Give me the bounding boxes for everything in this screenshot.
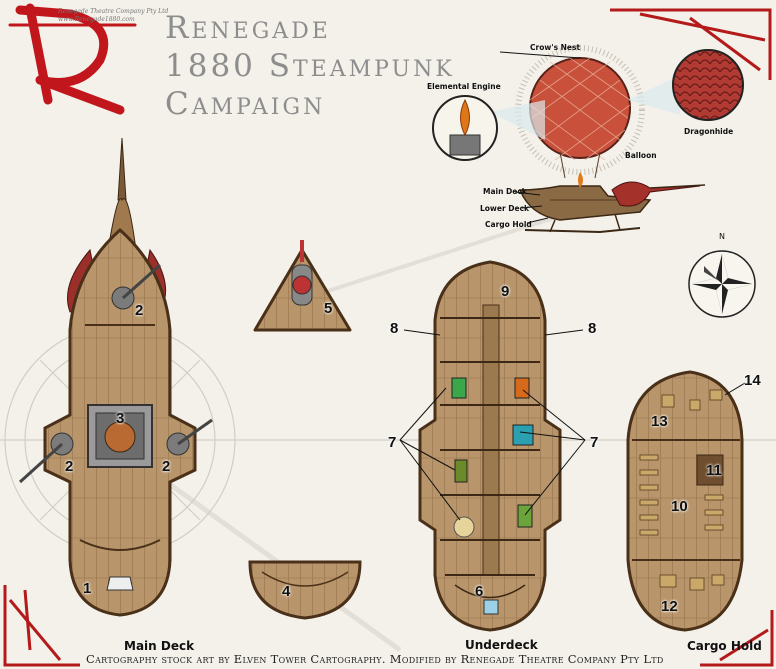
marker-4: 4 <box>282 583 291 600</box>
corner-flourish-top-right <box>610 8 772 80</box>
marker-9: 9 <box>501 283 510 300</box>
credit-line-1: Renegade Theatre Company Pty Ltd <box>58 8 169 15</box>
marker-8-right: 8 <box>588 320 597 337</box>
deck-title-main-deck: Main Deck <box>124 639 195 653</box>
main-deck-plan <box>18 137 213 617</box>
marker-5: 5 <box>324 300 333 317</box>
label-lower-deck-level: Lower Deck <box>480 204 530 213</box>
page-title-line-1: Renegade <box>165 10 331 46</box>
marker-6: 6 <box>475 583 484 600</box>
marker-12: 12 <box>661 598 678 615</box>
label-crows-nest: Crow's Nest <box>530 43 581 52</box>
marker-7-right: 7 <box>590 434 599 451</box>
marker-7-left: 7 <box>388 434 397 451</box>
cargo-hold-plan <box>626 370 744 632</box>
stern-piece-plan <box>248 560 362 620</box>
label-dragonhide: Dragonhide <box>684 127 734 136</box>
deck-title-cargo-hold: Cargo Hold <box>687 639 762 653</box>
crow-platform-plan <box>253 240 352 332</box>
leader-lines <box>399 51 746 521</box>
marker-2-starboard: 2 <box>162 458 171 475</box>
label-main-deck-level: Main Deck <box>483 187 527 196</box>
label-cargo-hold-level: Cargo Hold <box>485 220 532 229</box>
page-title-line-3: Campaign <box>165 86 326 122</box>
page-title-line-2: 1880 Steampunk <box>165 48 455 84</box>
marker-2-port: 2 <box>65 458 74 475</box>
marker-10: 10 <box>671 498 688 515</box>
airship-elevation <box>432 45 744 234</box>
corner-flourish-bottom-right <box>700 610 774 667</box>
compass-rose <box>688 250 756 318</box>
corner-flourish-bottom-left <box>3 585 80 667</box>
compass-north-label: N <box>719 232 725 241</box>
footer-credit: Cartography stock art by Elven Tower Car… <box>86 652 664 666</box>
marker-8-left: 8 <box>390 320 399 337</box>
renegade-logo <box>8 3 137 115</box>
label-balloon: Balloon <box>625 151 657 160</box>
marker-14: 14 <box>744 372 761 389</box>
marker-11: 11 <box>706 462 722 479</box>
deck-title-underdeck: Underdeck <box>465 638 538 652</box>
marker-3: 3 <box>116 410 125 427</box>
underdeck-plan <box>418 260 562 632</box>
marker-1: 1 <box>83 580 92 597</box>
marker-13: 13 <box>651 413 668 430</box>
marker-2-bow: 2 <box>135 302 144 319</box>
credit-line-2: www.Renegade1880.com <box>58 16 135 23</box>
label-elemental-engine: Elemental Engine <box>427 82 501 91</box>
